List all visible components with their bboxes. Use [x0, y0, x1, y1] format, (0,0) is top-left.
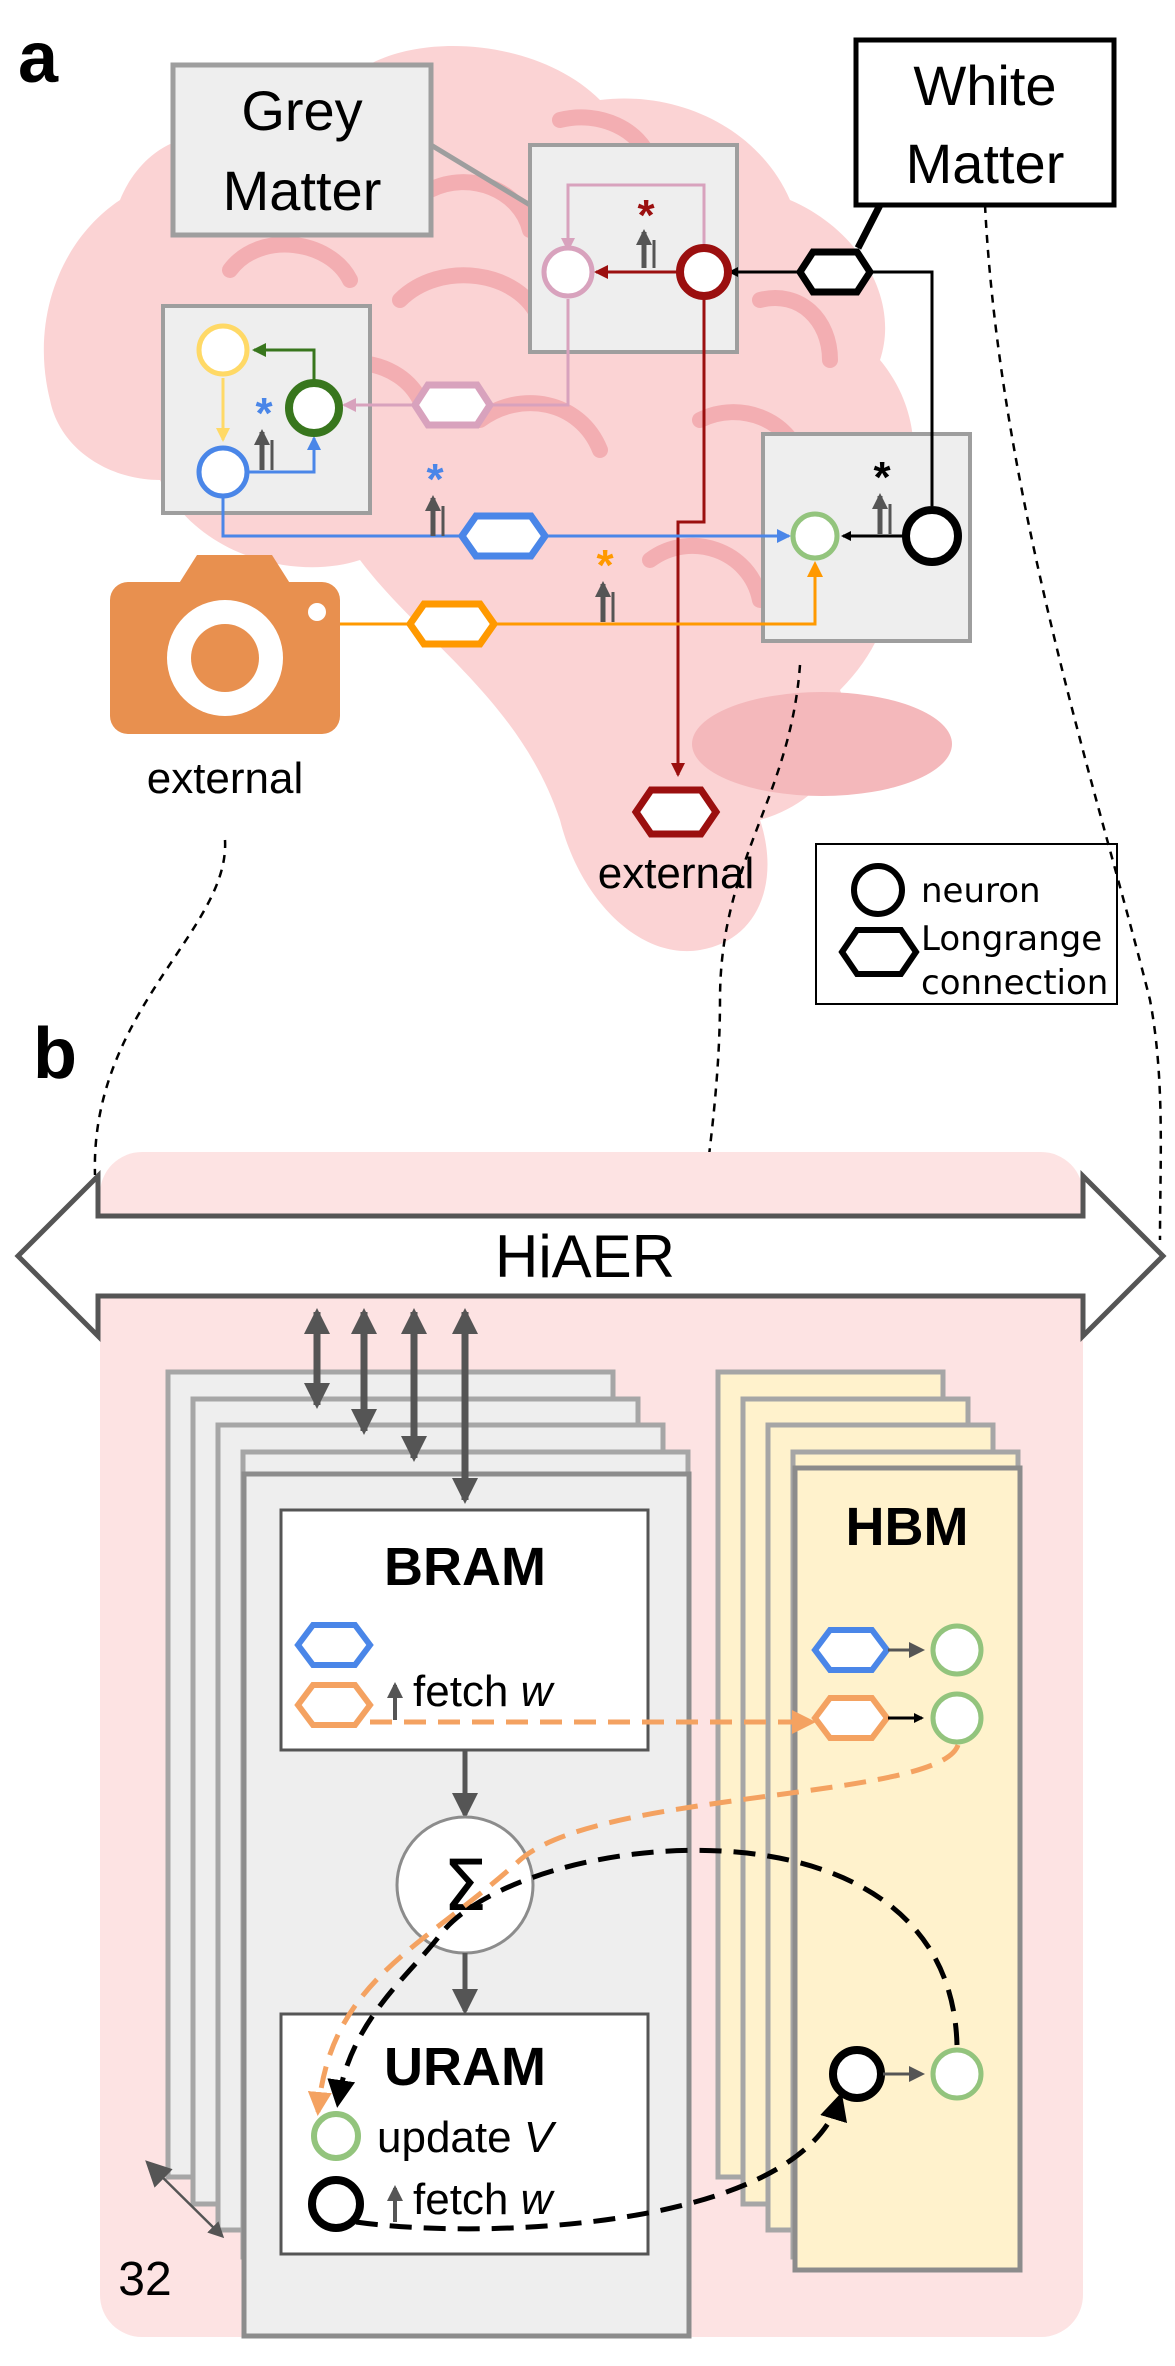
svg-text:connection: connection [921, 963, 1108, 1003]
hex-black-white-matter [795, 248, 875, 296]
svg-text:White: White [913, 54, 1056, 117]
hex-orange [405, 600, 499, 648]
hbm-front-card [792, 1465, 1023, 2273]
hiaer-bus: HiAER [14, 1169, 1167, 1343]
bram-title: BRAM [384, 1537, 546, 1597]
white-matter-label: White Matter [853, 37, 1117, 208]
svg-text:Matter: Matter [906, 132, 1065, 195]
bram-hex-blue [294, 1622, 374, 1668]
hbm-neuron-green-1 [930, 1623, 984, 1677]
neuron-light-green [790, 511, 840, 561]
svg-text:Grey: Grey [241, 79, 362, 142]
grey-matter-label: Grey Matter [170, 62, 434, 238]
svg-text:Matter: Matter [223, 159, 382, 222]
hbm-neuron-green-2 [930, 1691, 984, 1745]
neuron-dark-green [285, 379, 343, 437]
hiaer-core-links [304, 1308, 478, 1504]
neuron-pink [541, 245, 595, 299]
hbm-title: HBM [846, 1497, 969, 1557]
hex-blue [457, 512, 550, 560]
neuron-dark-red [676, 244, 732, 300]
svg-text:*: * [873, 453, 891, 502]
panel-b: b HiAER HBM [14, 1014, 1167, 2339]
hbm-stack: HBM [715, 1369, 1023, 2273]
legend: neuron Longrange connection [815, 843, 1118, 1005]
svg-text:neuron: neuron [921, 871, 1041, 911]
neuron-yellow [196, 323, 250, 377]
svg-text:*: * [426, 455, 444, 504]
hbm-hex-blue [811, 1627, 891, 1673]
hbm-neuron-black [829, 2046, 885, 2102]
sum-symbol: Σ [443, 1845, 487, 1927]
legend-hex-icon [838, 927, 920, 977]
legend-neuron-icon [851, 863, 905, 917]
uram-title: URAM [384, 2037, 546, 2097]
neuron-blue [196, 445, 250, 499]
uram-block: URAM update V fetch w [279, 2012, 650, 2256]
uram-neuron-black [308, 2176, 364, 2232]
svg-text:Longrange: Longrange [921, 919, 1102, 959]
hex-pink [410, 381, 495, 429]
bram-block: BRAM fetch w [279, 1508, 650, 1752]
panel-a: a Grey Matter White Matter [18, 18, 1163, 1456]
hbm-neuron-green-3 [930, 2047, 984, 2101]
bram-hex-orange [294, 1682, 374, 1728]
bram-fetch-label: fetch w [413, 1667, 556, 1716]
fetch-marker-orange: * [595, 541, 615, 622]
stack-count-label: 32 [118, 2253, 171, 2306]
hbm-entries [811, 1623, 984, 2102]
panel-b-letter: b [33, 1014, 77, 1094]
external-camera-label: external [147, 754, 304, 803]
external-output-label: external [598, 849, 755, 898]
hbm-hex-orange [811, 1695, 891, 1741]
hex-red-external [631, 786, 721, 838]
hiaer-label: HiAER [495, 1223, 675, 1290]
uram-fetch-label: fetch w [413, 2175, 556, 2224]
panel-a-letter: a [18, 18, 59, 98]
svg-text:*: * [637, 191, 655, 240]
camera-icon [110, 555, 340, 734]
neuron-black [902, 506, 962, 566]
svg-text:*: * [596, 541, 614, 590]
fetch-marker-black: * [872, 453, 892, 534]
fetch-marker-blue-mid: * [425, 455, 445, 536]
fetch-marker-red: * [636, 191, 656, 268]
fetch-marker-blue-left: * [254, 389, 274, 470]
update-v-label: update V [377, 2113, 557, 2162]
svg-text:*: * [255, 389, 273, 438]
uram-neuron-green [311, 2111, 361, 2161]
